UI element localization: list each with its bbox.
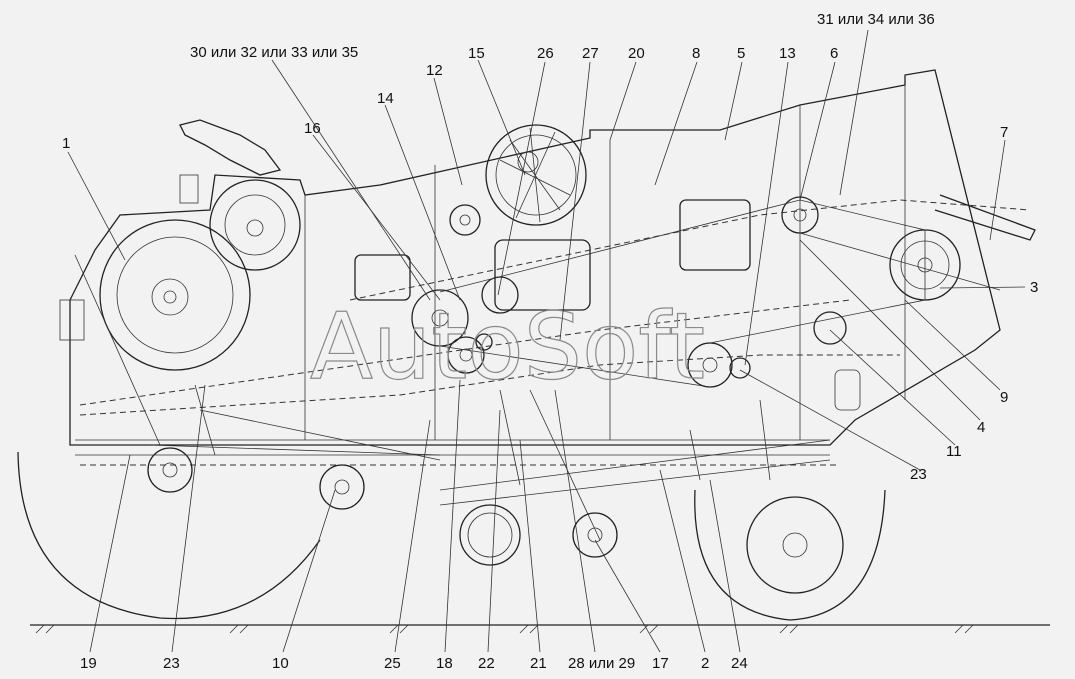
unloading-auger — [934, 194, 1036, 241]
sieve-auger — [79, 354, 900, 416]
pulley-12 — [449, 204, 481, 236]
callout-6: 6 — [830, 45, 838, 62]
callout-20: 20 — [628, 45, 645, 62]
callout-2: 2 — [701, 655, 709, 672]
callout-24: 24 — [731, 655, 748, 672]
callout-23-right: 23 — [910, 466, 927, 483]
callout-26: 26 — [537, 45, 554, 62]
inspection-window-c — [679, 199, 751, 271]
callout-22: 22 — [478, 655, 495, 672]
callout-25: 25 — [384, 655, 401, 672]
callout-27: 27 — [582, 45, 599, 62]
callout-labels: 1 30 или 32 или 33 или 35 12 15 26 27 20… — [62, 11, 1038, 672]
inspection-window-b — [494, 239, 591, 311]
callout-10: 10 — [272, 655, 289, 672]
beater-wheel — [485, 124, 587, 226]
callout-8: 8 — [692, 45, 700, 62]
callout-17: 17 — [652, 655, 669, 672]
watermark-text: AutoSoft — [310, 293, 705, 400]
pulley-main — [447, 336, 485, 374]
callout-9: 9 — [1000, 389, 1008, 406]
feeder-housing — [59, 119, 301, 371]
callout-15: 15 — [468, 45, 485, 62]
callout-21: 21 — [530, 655, 547, 672]
rear-wheel-outline — [694, 489, 886, 621]
callout-3: 3 — [1030, 279, 1038, 296]
callout-12: 12 — [426, 62, 443, 79]
callout-16: 16 — [304, 120, 321, 137]
callout-14: 14 — [377, 90, 394, 107]
callout-11: 11 — [946, 443, 962, 460]
callout-7: 7 — [1000, 124, 1008, 141]
pulley-10 — [319, 464, 365, 510]
callout-19: 19 — [80, 655, 97, 672]
callout-28: 28 или 29 — [568, 655, 635, 672]
frame-members — [74, 85, 906, 541]
callout-5: 5 — [737, 45, 745, 62]
pulley-lower — [572, 512, 618, 558]
callout-13: 13 — [779, 45, 796, 62]
front-wheel-outline — [17, 451, 321, 620]
inspection-window-a — [354, 254, 411, 301]
grain-auger-upper — [349, 199, 1031, 301]
callout-23-left: 23 — [163, 655, 180, 672]
callout-30: 30 или 32 или 33 или 35 — [190, 44, 358, 61]
pulley-11 — [813, 311, 847, 345]
ground-line — [30, 624, 1050, 634]
callout-18: 18 — [436, 655, 453, 672]
callout-1: 1 — [62, 135, 70, 152]
callout-31: 31 или 34 или 36 — [817, 11, 935, 28]
callout-4: 4 — [977, 419, 985, 436]
machine-body-outline — [69, 69, 1001, 446]
rear-wheel-hub — [746, 496, 844, 594]
leader-lines — [67, 29, 1026, 653]
